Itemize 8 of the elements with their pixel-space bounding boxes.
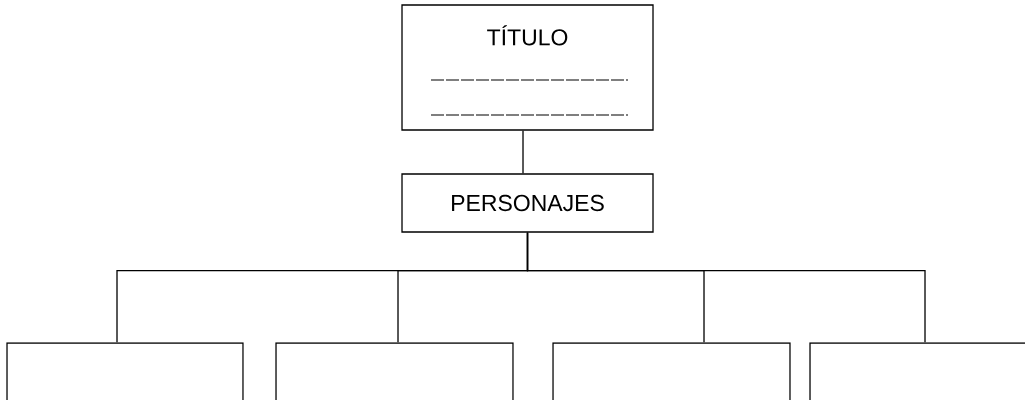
connector-line (526, 232, 926, 343)
empty-box (552, 342, 791, 400)
empty-box (6, 342, 244, 400)
empty-box (809, 342, 1025, 400)
title-box: TÍTULO (401, 4, 654, 131)
empty-box (275, 342, 514, 400)
process-box: PERSONAJES (401, 173, 654, 233)
connector-line (522, 130, 524, 174)
